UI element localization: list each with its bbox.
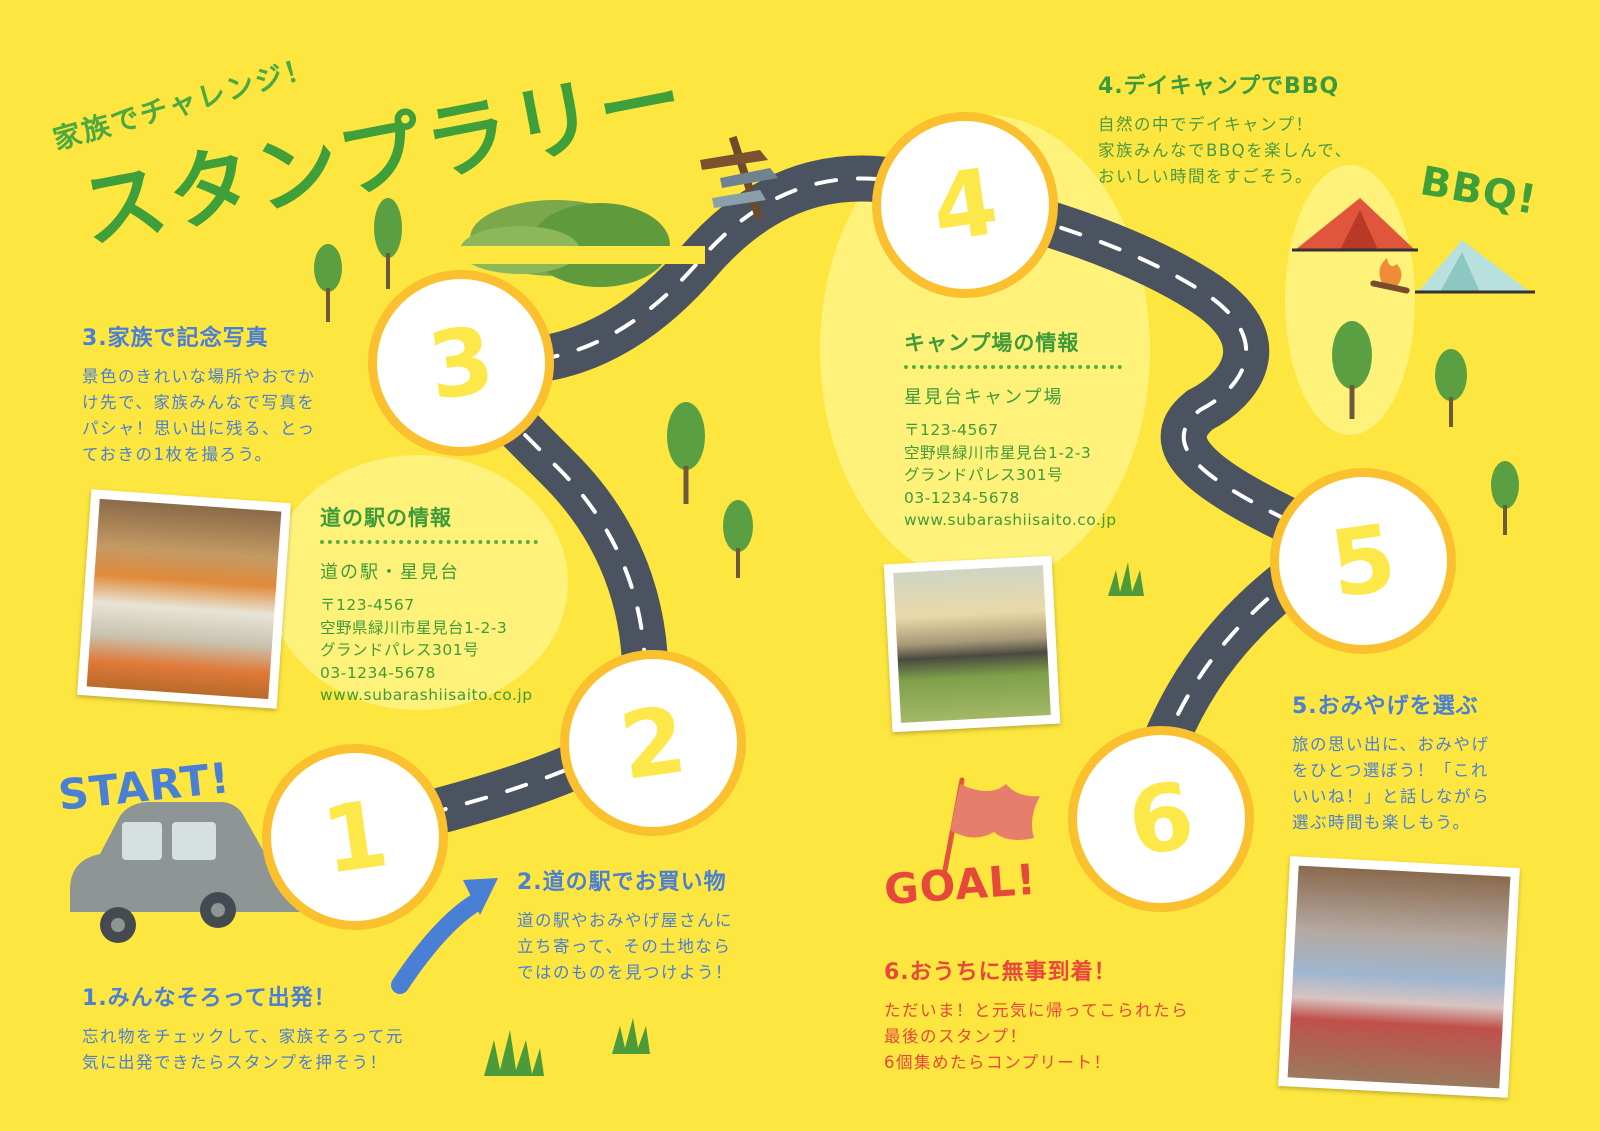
step-3: 3.家族で記念写真 景色のきれいな場所やおでか け先で、家族みんなで写真を パシ… [82,320,362,468]
checkpoint-number: 1 [315,779,395,895]
step-text: 旅の思い出に、おみやげ をひとつ選ぼう！「これ いいね！」と話しながら 選ぶ時間… [1292,735,1490,832]
camp-address2: グランドパレス301号 [904,466,1064,484]
camp-phone: 03-1234-5678 [904,488,1020,507]
goal-flag [942,777,1040,873]
camp-address1: 空野県緑川市星見台1-2-3 [904,443,1092,462]
direction-arrow [391,878,498,994]
camp-info: キャンプ場の情報 星見台キャンプ場 〒123-4567 空野県緑川市星見台1-2… [904,327,1122,532]
station-address1: 空野県緑川市星見台1-2-3 [320,618,508,637]
divider [904,365,1122,369]
step-title: 4.デイキャンプでBBQ [1098,74,1340,99]
checkpoint-number: 2 [613,685,693,801]
checkpoint-2: 2 [560,650,746,836]
station-phone: 03-1234-5678 [320,663,436,682]
step-title: 6.おうちに無事到着！ [884,960,1117,985]
checkpoint-number: 3 [421,305,501,421]
souvenir-photo [1278,856,1520,1098]
step-text: 道の駅やおみやげ屋さんに 立ち寄って、その土地なら ではのものを見つけよう！ [517,911,733,982]
checkpoint-number: 6 [1121,761,1201,877]
camp-info-heading: キャンプ場の情報 [904,331,1080,355]
checkpoint-1: 1 [262,744,448,930]
divider [320,540,538,544]
step-text: ただいま！と元気に帰ってこられたら 最後のスタンプ！ 6個集めたらコンプリート！ [884,1001,1190,1072]
trees [314,198,1519,578]
step-5: 5.おみやげを選ぶ 旅の思い出に、おみやげ をひとつ選ぼう！「これ いいね！」と… [1292,688,1552,836]
station-info: 道の駅の情報 道の駅・星見台 〒123-4567 空野県緑川市星見台1-2-3 … [320,502,538,707]
station-url[interactable]: www.subarashiisaito.co.jp [320,686,533,704]
checkpoint-number: 4 [925,147,1005,263]
step-1: 1.みんなそろって出発！ 忘れ物をチェックして、家族そろって元 気に出発できたら… [82,980,462,1076]
checkpoint-3: 3 [368,270,554,456]
camp-name: 星見台キャンプ場 [904,387,1064,408]
souvenir-photo-image [1287,865,1511,1089]
step-title: 2.道の駅でお買い物 [517,870,727,895]
camp-postal: 〒123-4567 [904,421,999,439]
step-text: 自然の中でデイキャンプ！ 家族みんなでBBQを楽しんで、 おいしい時間をすごそう… [1098,115,1353,186]
step-title: 3.家族で記念写真 [82,326,269,351]
camp-url[interactable]: www.subarashiisaito.co.jp [904,511,1117,529]
station-info-heading: 道の駅の情報 [320,506,452,530]
camp-photo-image [893,565,1051,723]
car-illustration [70,802,300,943]
tents [1292,198,1535,294]
step-text: 景色のきれいな場所やおでか け先で、家族みんなで写真を パシャ！思い出に残る、と… [82,367,316,464]
checkpoint-number: 5 [1323,503,1403,619]
camp-photo [883,555,1061,733]
step-text: 忘れ物をチェックして、家族そろって元 気に出発できたらスタンプを押そう！ [82,1027,404,1072]
step-2: 2.道の駅でお買い物 道の駅やおみやげ屋さんに 立ち寄って、その土地なら ではの… [517,864,797,986]
checkpoint-5: 5 [1270,468,1456,654]
step-4: 4.デイキャンプでBBQ 自然の中でデイキャンプ！ 家族みんなでBBQを楽しんで… [1098,68,1418,190]
step-title: 5.おみやげを選ぶ [1292,694,1479,719]
station-info-blob [268,455,568,710]
station-postal: 〒123-4567 [320,596,415,614]
step-6: 6.おうちに無事到着！ ただいま！と元気に帰ってこられたら 最後のスタンプ！ 6… [884,954,1264,1076]
step-title: 1.みんなそろって出発！ [82,986,337,1011]
checkpoint-6: 6 [1068,726,1254,912]
grass-tufts [484,562,1144,1076]
checkpoint-4: 4 [872,112,1058,298]
market-photo [77,489,291,709]
hills [455,200,705,287]
signpost [700,135,778,220]
station-address2: グランドパレス301号 [320,641,480,659]
market-photo-image [86,498,282,700]
winding-road [322,155,1388,858]
station-name: 道の駅・星見台 [320,562,460,583]
